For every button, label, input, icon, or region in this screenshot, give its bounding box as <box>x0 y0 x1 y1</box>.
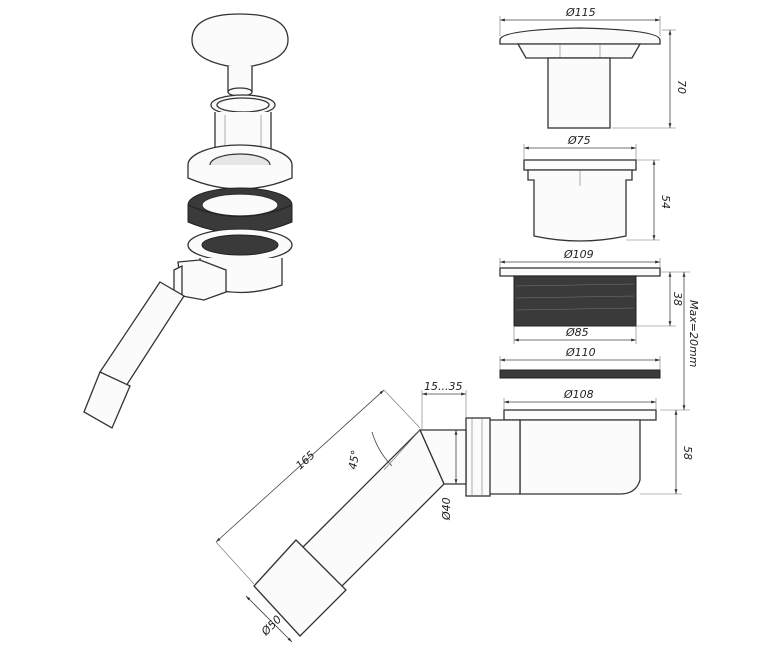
pipe-end-diameter-label: Ø50 <box>258 613 284 639</box>
cap-elevation <box>499 16 676 129</box>
body-elevation <box>215 389 682 643</box>
gasket-elevation <box>499 356 661 379</box>
thread-height-label: 38 <box>671 292 684 306</box>
exploded-cap <box>191 13 289 97</box>
gasket-diameter-label: Ø110 <box>565 346 596 359</box>
outlet-diameter-label: Ø40 <box>440 497 453 521</box>
thread-inner-diameter-label: Ø85 <box>565 326 589 339</box>
adjust-max-label: Max=20mm <box>687 300 700 367</box>
thread-insert-elevation <box>499 258 690 411</box>
basket-height-label: 54 <box>659 195 672 209</box>
thread-outer-diameter-label: Ø109 <box>563 248 594 261</box>
body-diameter-label: Ø108 <box>563 388 594 401</box>
exploded-flange <box>187 144 293 190</box>
exploded-thread-ring <box>187 187 293 234</box>
basket-elevation <box>523 144 660 242</box>
angle-label: 45° <box>346 449 362 470</box>
exploded-body <box>83 228 293 429</box>
cap-height-label: 70 <box>675 80 688 94</box>
offset-range-label: 15...35 <box>424 380 462 393</box>
basket-diameter-label: Ø75 <box>567 134 591 147</box>
body-height-label: 58 <box>681 446 694 460</box>
cap-diameter-label: Ø115 <box>565 6 596 19</box>
exploded-assembly <box>83 13 293 429</box>
